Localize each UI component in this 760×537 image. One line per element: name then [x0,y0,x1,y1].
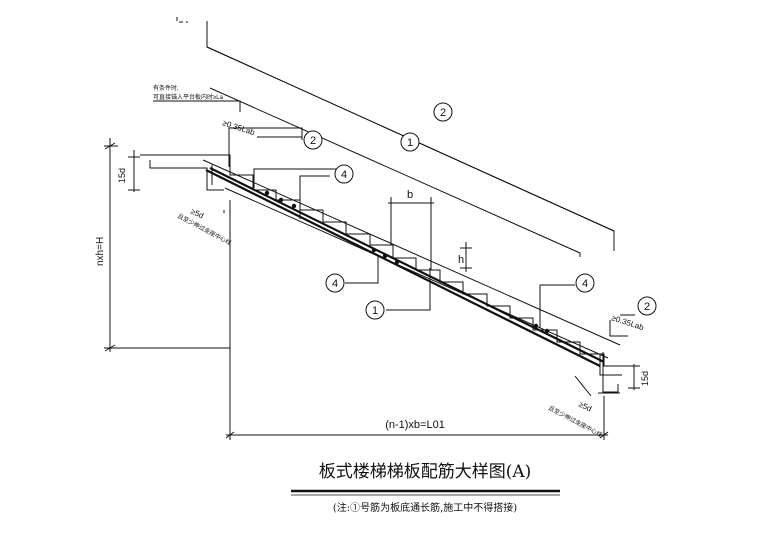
mark-1-main: 1 [407,137,413,149]
beam-bottom-label: 且至少伸过支座中心线 [547,404,604,439]
mark-2-top: 2 [310,135,316,147]
drawing-note: (注:①号筋为板底通长筋,施工中不得搭接) [333,501,517,514]
dim-h-label: h [458,254,464,266]
beam-top-label: 且至少伸过支座中心线 [176,212,233,247]
top-note-2: 可直接锚入平台板内时≥La [153,93,224,101]
mark-4-right: 4 [582,278,588,290]
dim-height-label: nxh=H [95,237,106,266]
stair-slab [202,159,622,376]
annotations: 有条件时, 可直接锚入平台板内时≥La ≥0.35Lab ≥0.35Lab 15… [95,84,650,439]
height-dimension [104,138,230,352]
mark-1-mid: 1 [372,305,378,317]
mark-4-mid: 4 [332,278,338,290]
top-note-1: 有条件时, [153,84,179,92]
tread-riser-dimension [388,197,472,272]
min5d-bottom-label: ≥5d [577,400,593,414]
anchor-bottom-label: ≥0.35Lab [610,313,645,332]
leader-lines [223,127,628,337]
title-block: 板式楼梯梯板配筋大样图(A) (注:①号筋为板底通长筋,施工中不得搭接) [291,462,560,514]
bar-marks: 2 1 2 4 4 1 4 2 [303,102,657,320]
anchor-top-label: ≥0.35Lab [221,118,256,137]
hook-bottom-label: 15d [640,371,650,386]
mark-2-right: 2 [644,301,650,313]
length-dimension [225,200,609,440]
min5d-top-label: ≥5d [189,207,205,221]
rebar-schematic-1 [209,87,581,257]
drawing-title: 板式楼梯梯板配筋大样图(A) [319,462,532,482]
dim-b-label: b [407,189,413,201]
mark-2-main: 2 [440,107,446,119]
stair-outline [140,154,636,394]
dim-length-label: (n-1)xb=L01 [385,419,445,431]
hook-top-label: 15d [117,168,127,183]
rebar-schematic-2 [176,17,615,251]
bottom-hook-dimension [574,314,640,397]
rebar-dots [264,190,550,334]
mark-4-top: 4 [341,169,347,181]
